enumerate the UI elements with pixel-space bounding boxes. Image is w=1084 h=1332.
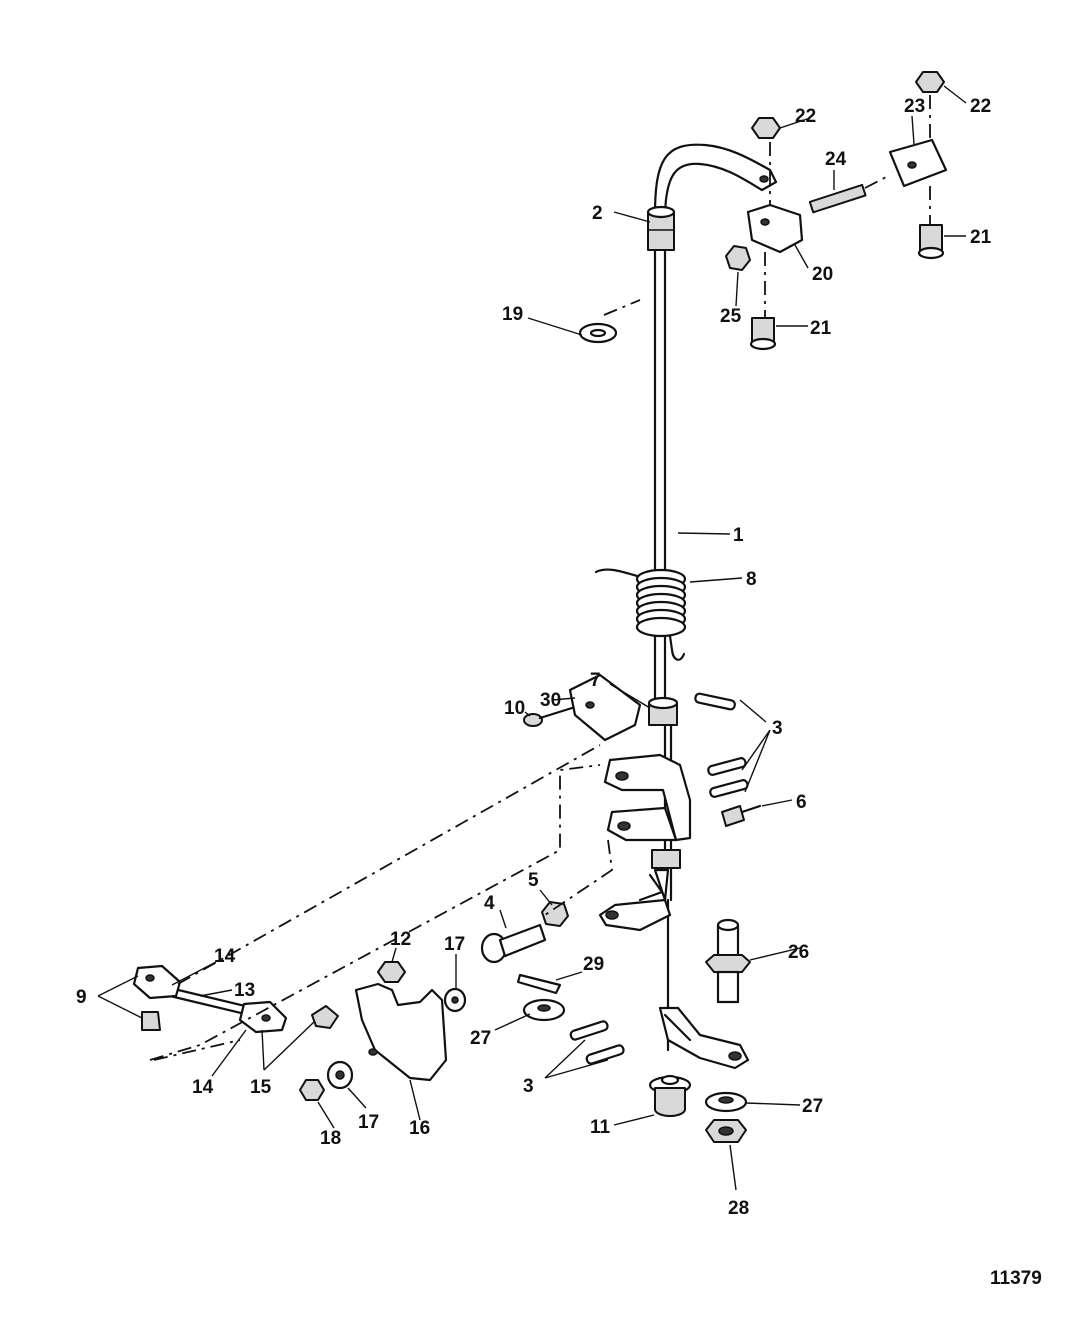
washer-part-27-right xyxy=(704,1091,748,1113)
callout-27: 27 xyxy=(802,1096,823,1117)
bolt-part-6 xyxy=(721,804,762,827)
nut-part-25 xyxy=(725,245,751,271)
callout-13: 13 xyxy=(234,980,255,1001)
callout-3: 3 xyxy=(523,1076,534,1097)
callout-2: 2 xyxy=(592,203,603,224)
nut-part-12 xyxy=(377,961,406,983)
cotter-pin-part-29 xyxy=(516,973,562,995)
clamp-part-30 xyxy=(568,673,642,742)
upper-arm-bracket xyxy=(603,753,692,842)
stud-part-24 xyxy=(808,183,867,214)
lower-arm xyxy=(658,1006,750,1070)
callout-7: 7 xyxy=(590,670,601,691)
nut-part-18 xyxy=(299,1079,325,1101)
callout-21: 21 xyxy=(970,227,992,248)
callout-5: 5 xyxy=(528,870,539,891)
callout-4: 4 xyxy=(484,893,495,914)
callout-labels: 1 2 3 3 4 5 6 7 8 9 10 11 12 13 14 14 15… xyxy=(76,96,992,1219)
leader-lines xyxy=(97,85,967,1191)
washer-part-17-top xyxy=(443,987,467,1013)
callout-28: 28 xyxy=(728,1198,749,1219)
swivel-part-20 xyxy=(746,203,804,254)
ball-stud-part-9 xyxy=(141,1011,161,1031)
callout-3: 3 xyxy=(772,718,783,739)
callout-10: 10 xyxy=(504,698,525,719)
block-part-23 xyxy=(888,138,948,188)
link-end-part-14-right xyxy=(238,1000,288,1034)
callout-1: 1 xyxy=(733,525,744,546)
callout-27: 27 xyxy=(470,1028,491,1049)
ball-stud-part-15 xyxy=(311,1005,339,1029)
callout-29: 29 xyxy=(583,954,604,975)
stud-part-26 xyxy=(705,918,751,1004)
callout-14: 14 xyxy=(214,946,236,967)
callout-26: 26 xyxy=(788,942,809,963)
callout-6: 6 xyxy=(796,792,807,813)
clip-part-19 xyxy=(578,322,618,344)
callout-30: 30 xyxy=(540,690,561,711)
callout-16: 16 xyxy=(409,1118,430,1139)
callout-22: 22 xyxy=(970,96,991,117)
assembly-lines xyxy=(149,95,931,1061)
bushing-part-11 xyxy=(648,1074,692,1117)
callout-14: 14 xyxy=(192,1077,214,1098)
callout-17: 17 xyxy=(358,1112,379,1133)
nut-part-28 xyxy=(705,1119,747,1143)
collar-part-7 xyxy=(647,696,679,726)
nut-part-22-left xyxy=(751,117,781,139)
callout-8: 8 xyxy=(746,569,757,590)
callout-18: 18 xyxy=(320,1128,341,1149)
callout-25: 25 xyxy=(720,306,742,327)
figure-id: 11379 xyxy=(990,1268,1042,1289)
callout-11: 11 xyxy=(590,1117,611,1138)
callout-15: 15 xyxy=(250,1077,272,1098)
middle-arm xyxy=(598,849,681,932)
bracket-part-16 xyxy=(354,982,448,1082)
callout-17: 17 xyxy=(444,934,465,955)
callout-9: 9 xyxy=(76,987,87,1008)
bolt-part-21-right xyxy=(917,224,945,260)
callout-22: 22 xyxy=(795,106,816,127)
callout-12: 12 xyxy=(390,929,411,950)
nut-part-22-top-right xyxy=(915,71,945,93)
spring-part-8 xyxy=(594,568,687,661)
callout-23: 23 xyxy=(904,96,925,117)
callout-20: 20 xyxy=(812,264,833,285)
pins-part-3-upper xyxy=(694,692,749,798)
callout-21: 21 xyxy=(810,318,832,339)
washer-part-17-bottom xyxy=(326,1060,354,1090)
pins-part-3-lower xyxy=(569,1020,625,1065)
bolt-part-21-left xyxy=(749,317,777,351)
callout-24: 24 xyxy=(825,149,847,170)
callout-19: 19 xyxy=(502,304,523,325)
screw-part-4 xyxy=(480,923,547,964)
washer-part-27-left xyxy=(522,998,566,1022)
link-end-part-14-left xyxy=(132,964,182,1000)
screw-part-10 xyxy=(523,706,574,727)
bushing-part-2 xyxy=(646,205,676,251)
